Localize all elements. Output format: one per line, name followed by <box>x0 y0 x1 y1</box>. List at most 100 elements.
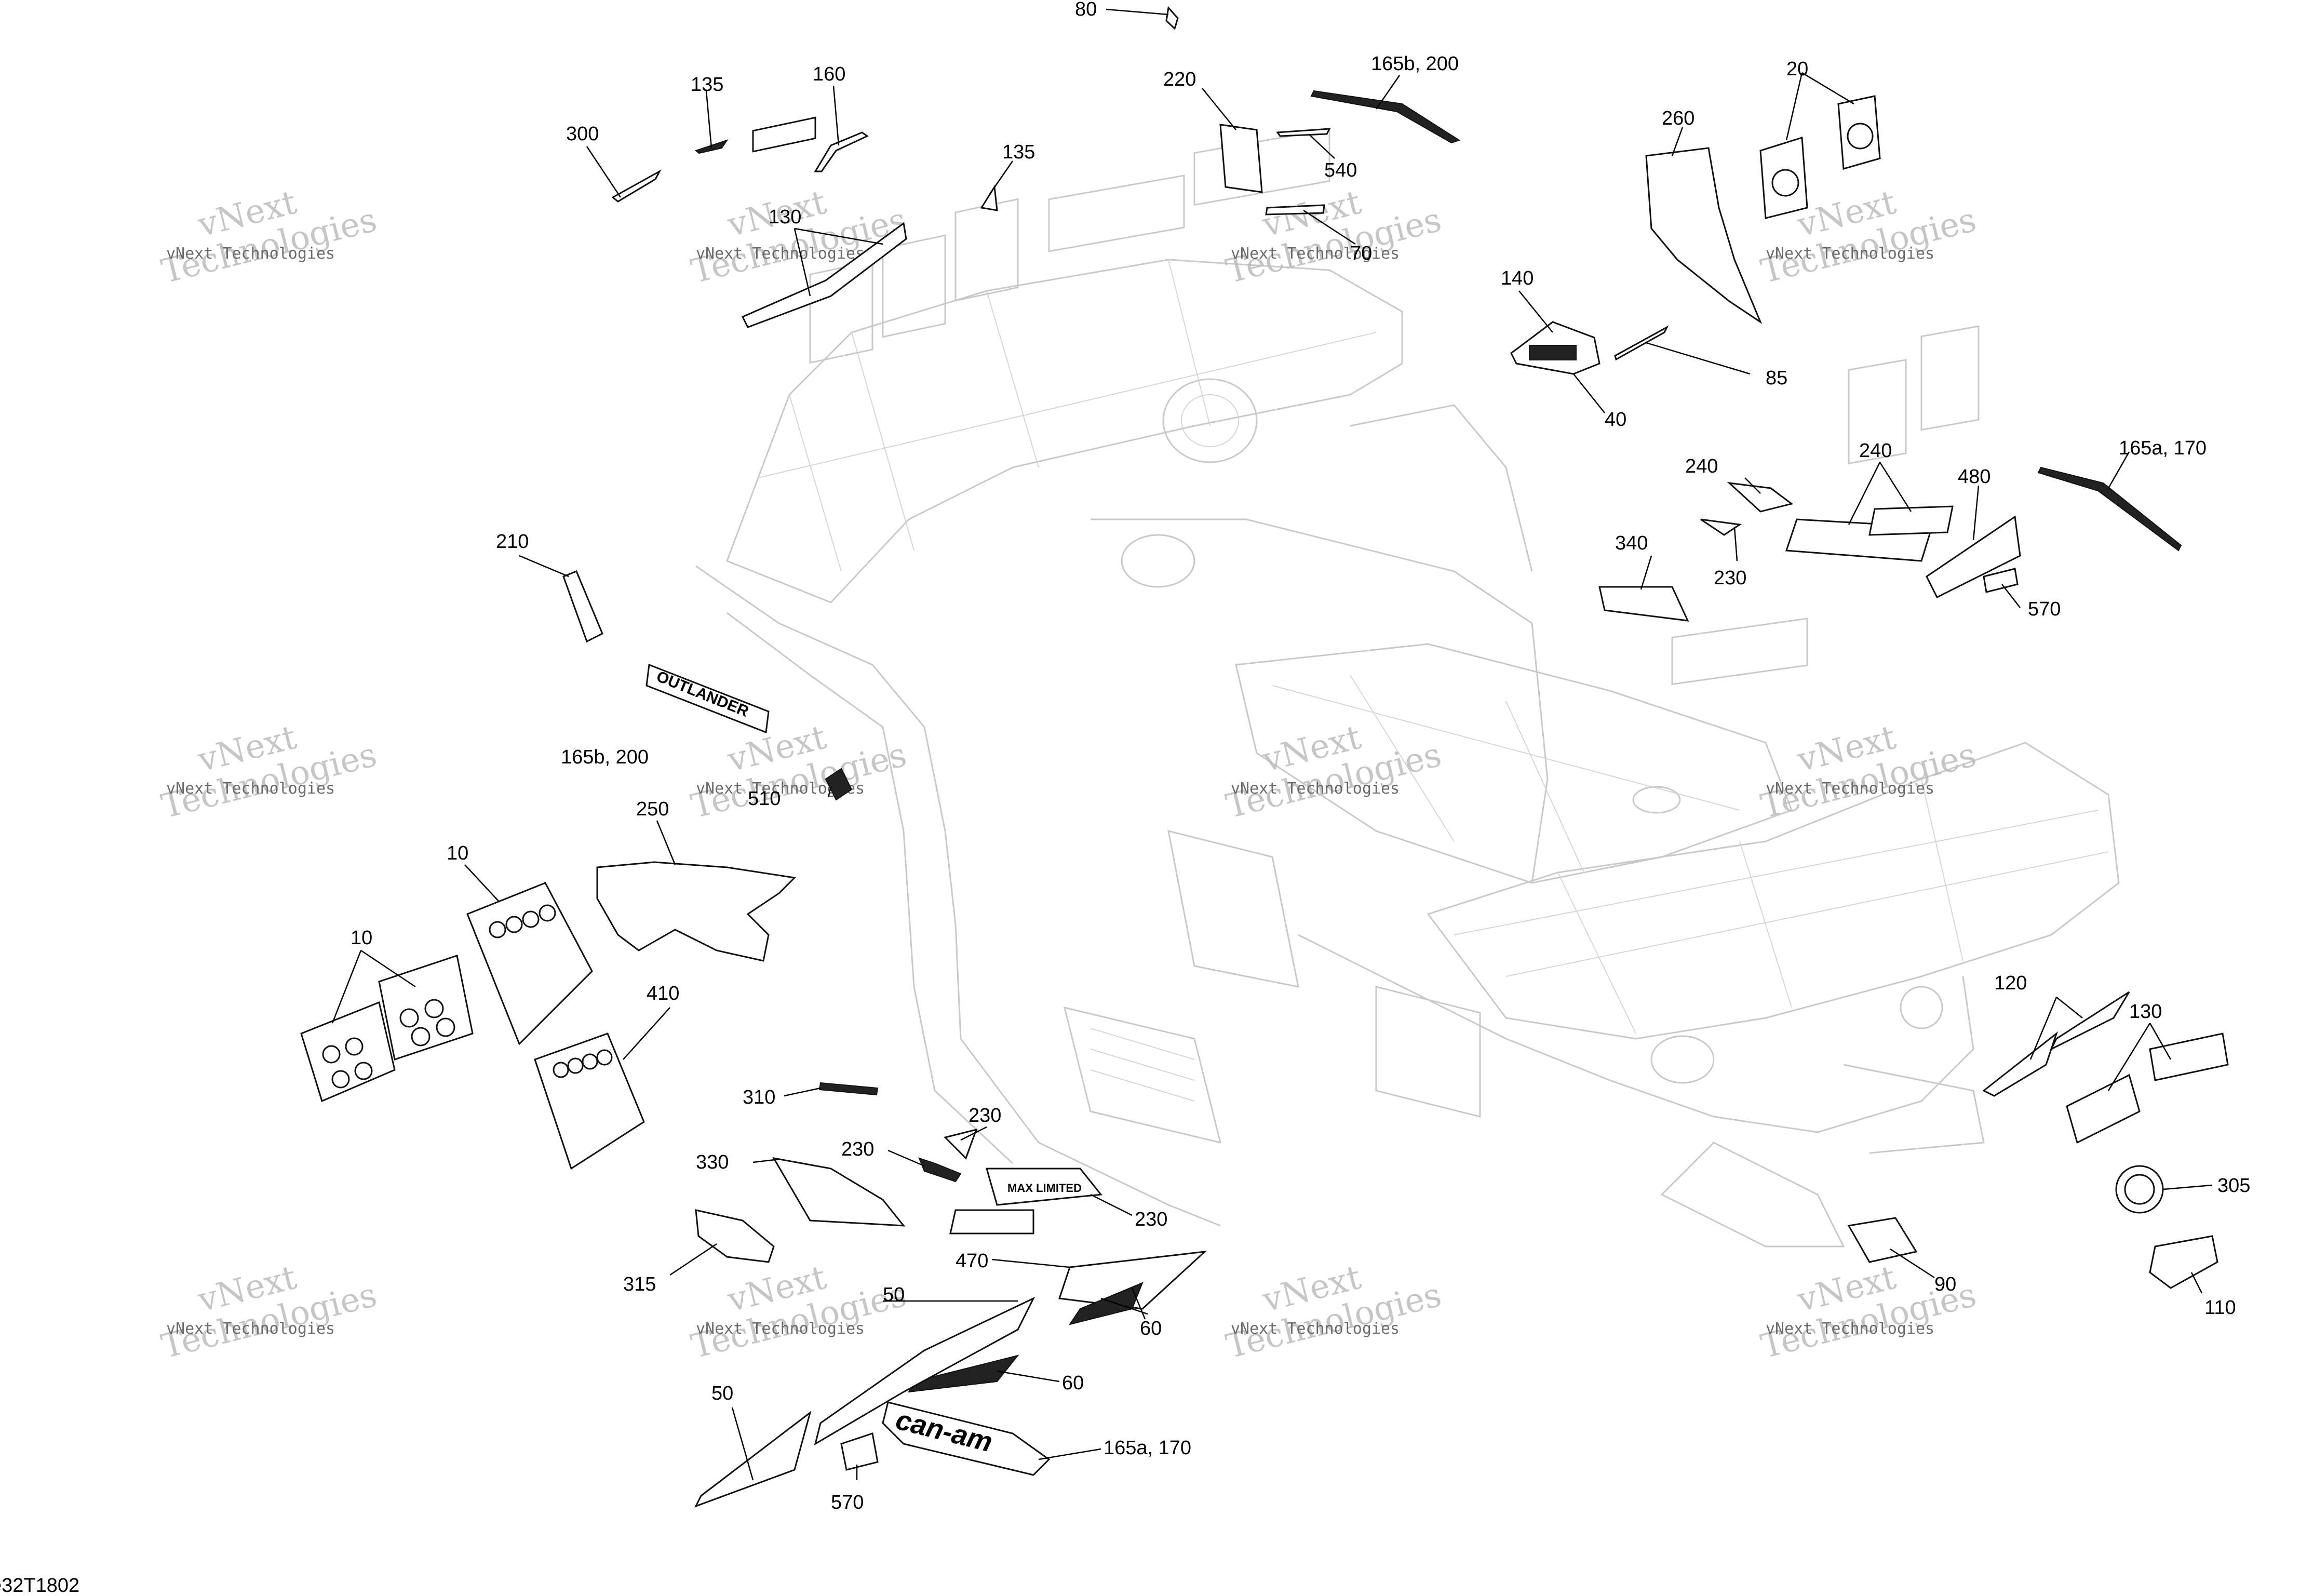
decal-165a-right <box>2037 466 2182 552</box>
watermark-small: vNext Technologies <box>166 1320 335 1338</box>
decal-outlander: OUTLANDER <box>645 663 770 734</box>
callout-10: 10 <box>351 927 372 949</box>
callout-50: 50 <box>883 1284 905 1306</box>
callout-230: 230 <box>1714 567 1746 589</box>
decal-50-a <box>814 1296 1035 1446</box>
decal-250 <box>596 861 797 962</box>
decal-165b-top <box>1310 90 1461 144</box>
watermark-small: vNext Technologies <box>696 1320 865 1338</box>
callout-260: 260 <box>1662 108 1694 129</box>
callout-60: 60 <box>1062 1372 1084 1394</box>
leader-lines <box>331 8 2213 1481</box>
callout-135: 135 <box>691 74 723 96</box>
callout-160: 160 <box>813 63 845 85</box>
decal-510 <box>825 768 853 801</box>
decal-240-c <box>1868 505 1954 536</box>
decal-circles <box>322 904 613 1089</box>
watermark-small: vNext Technologies <box>1231 780 1400 798</box>
decal-70 <box>1265 204 1325 216</box>
callout-165b-200: 165b, 200 <box>1371 53 1459 75</box>
decal-570-low <box>840 1432 879 1471</box>
callout-140: 140 <box>1501 267 1534 289</box>
watermark-small: vNext Technologies <box>696 245 865 263</box>
callout-480: 480 <box>1958 466 1990 488</box>
decal-340 <box>1598 586 1689 622</box>
callout-240: 240 <box>1859 440 1892 462</box>
callout-80: 80 <box>1075 0 1097 20</box>
watermark-small: vNext Technologies <box>1766 1320 1934 1338</box>
watermark-small: vNext Technologies <box>1766 780 1934 798</box>
decal-540 <box>1276 128 1331 137</box>
callout-85: 85 <box>1766 367 1787 389</box>
decal-130-tag <box>752 116 816 153</box>
decal-90 <box>1847 1217 1918 1263</box>
decal-470 <box>1058 1250 1207 1310</box>
vehicle-frame-outline <box>695 128 2120 1248</box>
decal-310 <box>818 1082 879 1096</box>
callout-470: 470 <box>956 1250 988 1272</box>
callout-60: 60 <box>1140 1318 1162 1339</box>
decal-max-limited: MAX LIMITED <box>986 1168 1102 1206</box>
callout-135: 135 <box>1002 141 1035 163</box>
callout-130: 130 <box>769 206 801 228</box>
callout-230: 230 <box>969 1105 1001 1126</box>
decal-120-a <box>1982 1031 2059 1097</box>
decal-260 <box>1645 147 1763 324</box>
decal-240-a <box>1727 481 1794 513</box>
callout-10: 10 <box>447 842 468 864</box>
callout-40: 40 <box>1605 409 1626 431</box>
callout-165a-170: 165a, 170 <box>2119 437 2207 459</box>
callout-250: 250 <box>636 798 669 820</box>
decal-85 <box>1614 325 1669 361</box>
decal-110 <box>2149 1235 2218 1289</box>
svg-text:MAX LIMITED: MAX LIMITED <box>1007 1182 1082 1195</box>
callout-20: 20 <box>1786 58 1808 80</box>
callout-50: 50 <box>711 1383 733 1404</box>
callout-70: 70 <box>1350 243 1372 264</box>
callout-330: 330 <box>696 1151 729 1173</box>
callout-340: 340 <box>1615 532 1648 554</box>
decal-80 <box>1165 6 1179 30</box>
decal-parts: OUTLANDER MAX LIMITED <box>300 6 2229 1508</box>
watermark-small: vNext Technologies <box>1231 1320 1400 1338</box>
callout-570: 570 <box>2028 598 2061 620</box>
decal-135-b <box>980 184 998 211</box>
decal-230-mid-b <box>918 1157 962 1183</box>
decal-130-right-b <box>2149 1032 2229 1081</box>
callout-230: 230 <box>1135 1209 1167 1230</box>
watermark-small: vNext Technologies <box>1766 245 1934 263</box>
callout-220: 220 <box>1163 69 1196 90</box>
callout-540: 540 <box>1324 159 1357 181</box>
callout-310: 310 <box>743 1087 775 1108</box>
watermark-small: vNext Technologies <box>1231 245 1400 263</box>
decal-160 <box>814 131 869 172</box>
callout-510: 510 <box>748 788 781 810</box>
watermark-small: vNext Technologies <box>166 245 335 263</box>
decal-130-right-a <box>2066 1074 2141 1144</box>
decal-210 <box>562 570 603 643</box>
decal-230-lower <box>949 1209 1034 1235</box>
decal-10-c <box>466 882 593 1045</box>
callout-130-right: 130 <box>2129 1001 2162 1023</box>
decal-230-top <box>1700 518 1742 536</box>
callout-165a-170-low: 165a, 170 <box>1104 1437 1191 1459</box>
callout-90: 90 <box>1934 1273 1956 1295</box>
decal-570-top <box>1983 568 2019 593</box>
callout-570: 570 <box>831 1492 864 1513</box>
callout-240: 240 <box>1685 455 1718 477</box>
callout-165b-200-mid: 165b, 200 <box>561 746 649 768</box>
callout-230: 230 <box>841 1138 874 1160</box>
decal-130-front <box>741 222 907 328</box>
callout-120: 120 <box>1994 972 2027 994</box>
decal-220 <box>1219 124 1263 193</box>
watermark-small: vNext Technologies <box>166 780 335 798</box>
callout-labels: 80 300 135 160 135 130 220 165b, 200 540… <box>351 0 2250 1513</box>
decal-can-am: can-am <box>882 1401 1051 1476</box>
